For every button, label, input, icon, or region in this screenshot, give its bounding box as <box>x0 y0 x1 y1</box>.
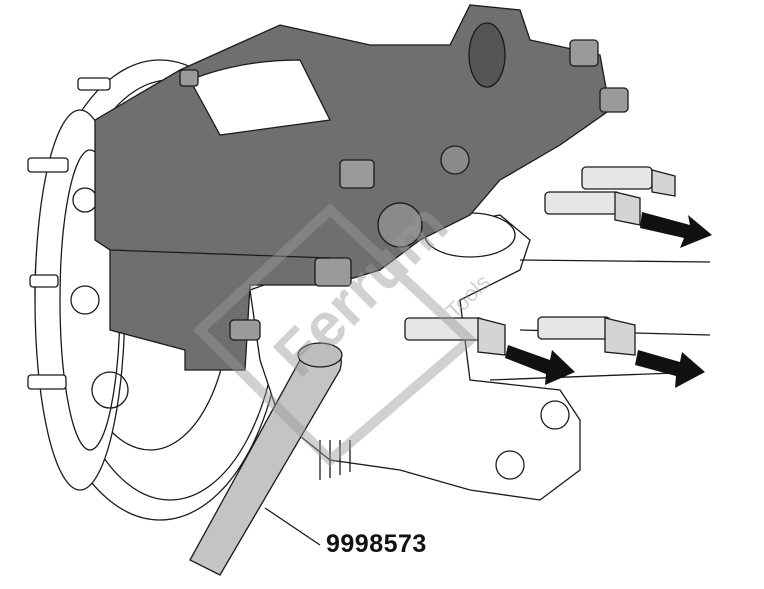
tool-leader-line <box>264 507 321 546</box>
bolt-lower-front <box>404 317 506 356</box>
bolt-lower-rear <box>537 316 636 356</box>
caliper-bolts <box>404 166 676 356</box>
bolt-upper-front <box>544 191 641 226</box>
bolt-upper-rear <box>581 166 676 197</box>
brake-caliper <box>94 4 629 371</box>
tool-part-number-label: 9998573 <box>326 530 427 558</box>
removal-arrow-icon <box>505 212 712 388</box>
special-tool-bar <box>189 342 343 576</box>
wheel-studs <box>27 77 111 390</box>
